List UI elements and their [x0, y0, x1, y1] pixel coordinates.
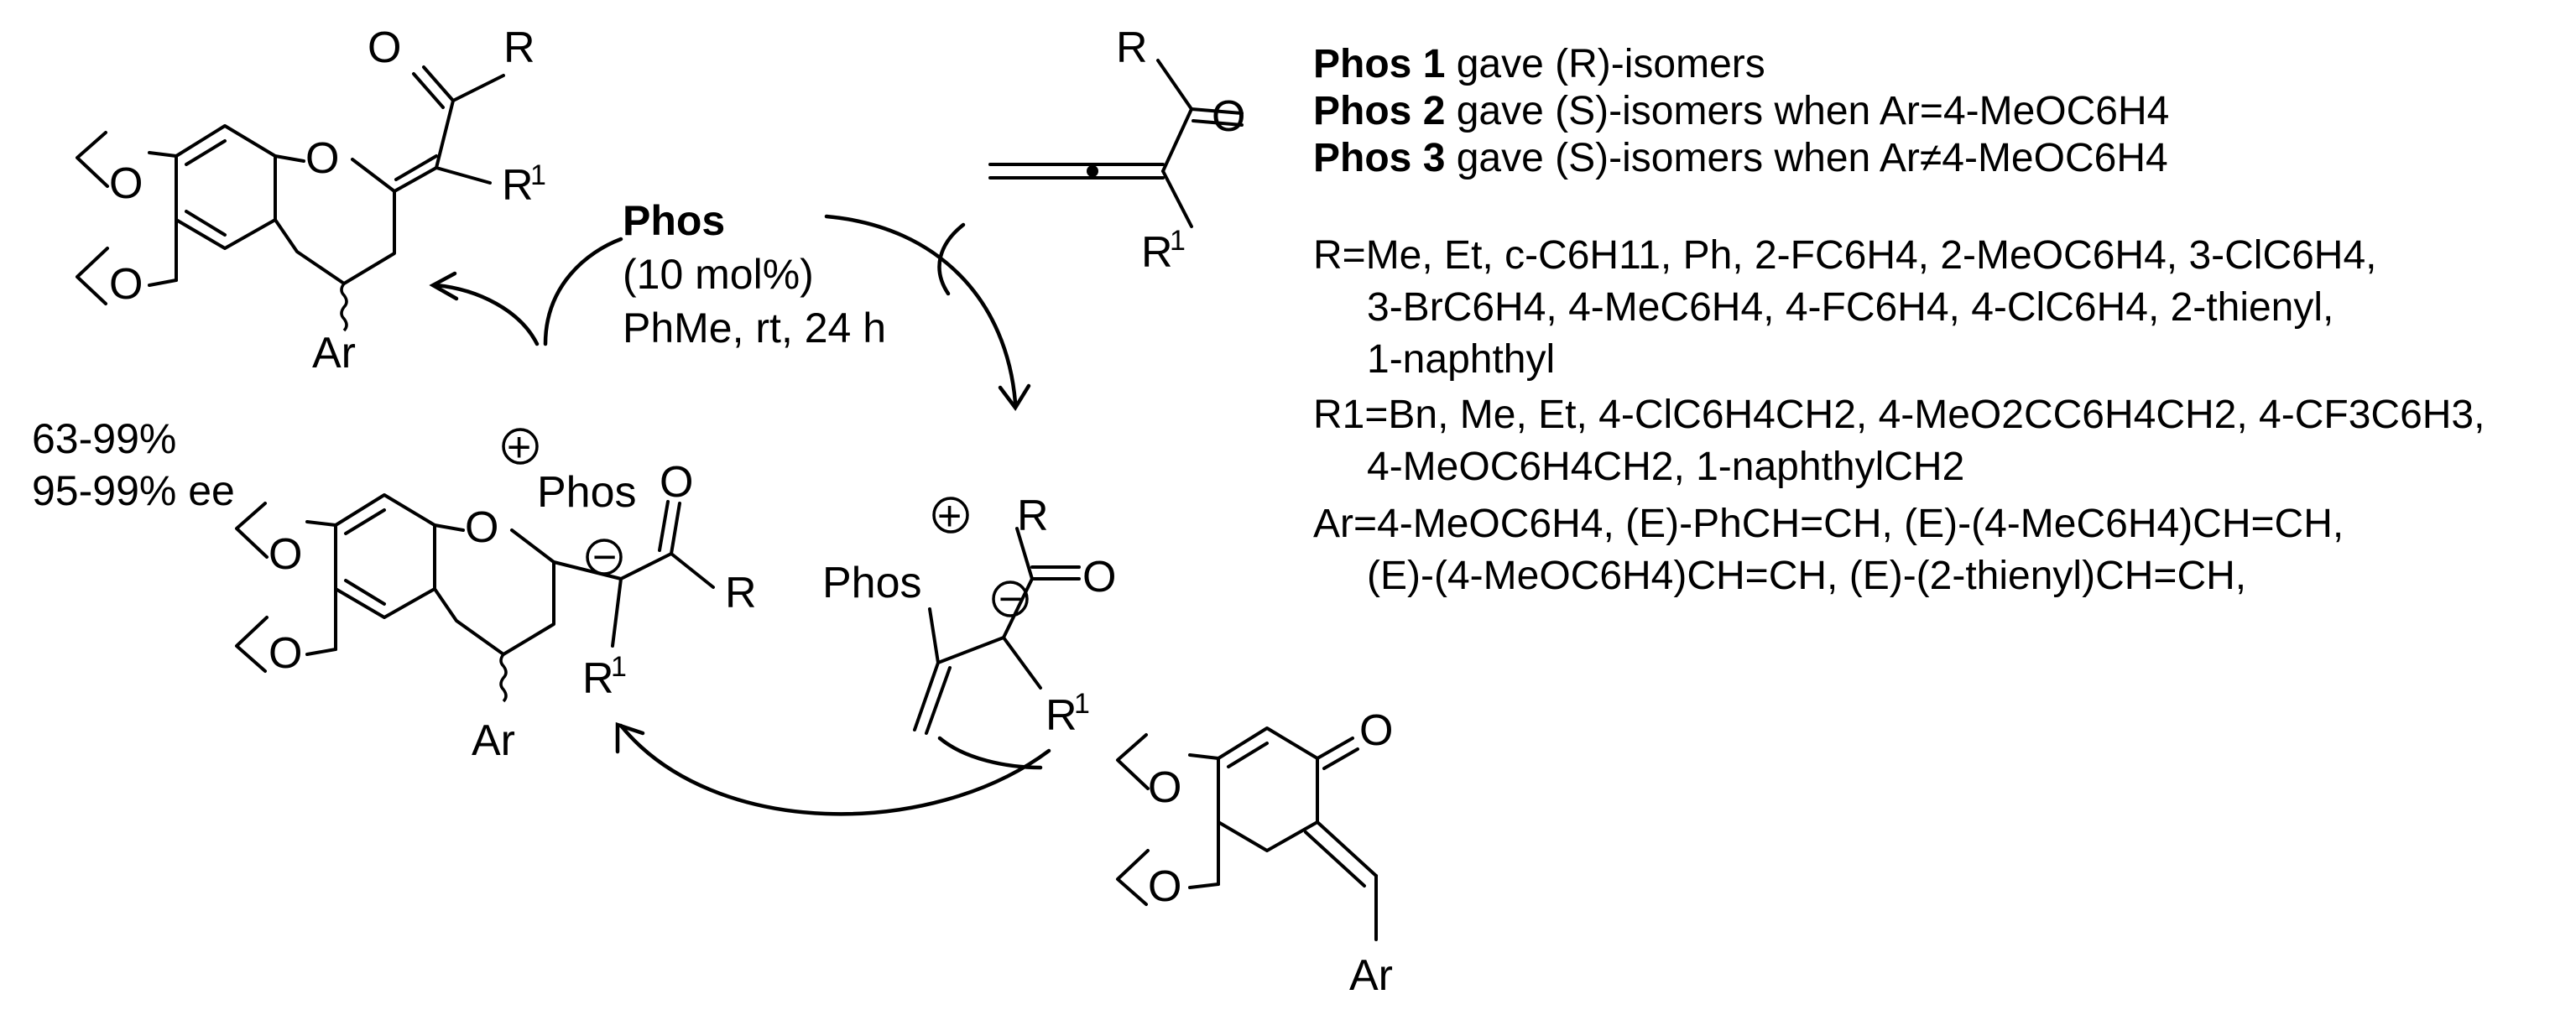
stereo-notes: Phos 1 gave (R)-isomers Phos 2 gave (S)-…	[1313, 42, 2169, 180]
carbanion-minus: −	[999, 575, 1023, 622]
scope-r1: R1=Bn, Me, Et, 4-ClC6H4CH2, 4-MeO2CC6H4C…	[1313, 393, 2485, 489]
catalytic-cycle-arrows	[429, 214, 1051, 816]
phosphonium-intermediate: + − Phos R O R 1	[822, 492, 1116, 740]
cyclized-dioxole-o2: O	[269, 629, 302, 678]
cyclized-intermediate-structure: + − Phos O R O O O R 1 Ar	[235, 424, 757, 765]
scope-r: R=Me, Et, c-C6H11, Ph, 2-FC6H4, 2-MeOC6H…	[1313, 233, 2377, 382]
allene-structure: R O R 1	[988, 23, 1245, 277]
stereo-note-1: Phos 1 gave (R)-isomers	[1313, 42, 1765, 86]
product-carbonyl-o: O	[368, 23, 401, 72]
cyclized-r1-sup: 1	[611, 651, 627, 683]
product-r: R	[503, 23, 535, 72]
yield-text: 63-99%	[32, 415, 176, 462]
cyclized-ar: Ar	[472, 716, 515, 765]
allene-r: R	[1116, 23, 1148, 72]
qm-dioxole-o2: O	[1148, 862, 1181, 911]
product-ring-o: O	[305, 134, 339, 183]
qm-carbonyl-o: O	[1359, 706, 1393, 755]
intermediate-r1-sup: 1	[1074, 688, 1090, 720]
allene-r1: R	[1141, 228, 1173, 277]
cyclized-ring-o: O	[465, 503, 498, 552]
allene-o: O	[1212, 92, 1245, 141]
intermediate-phos: Phos	[822, 559, 922, 607]
intermediate-r1: R	[1046, 691, 1077, 740]
scope-ar: Ar=4-MeOC6H4, (E)-PhCH=CH, (E)-(4-MeC6H4…	[1313, 502, 2344, 598]
stereo-note-2: Phos 2 gave (S)-isomers when Ar=4-MeOC6H…	[1313, 89, 2169, 133]
qm-dioxole-o1: O	[1148, 763, 1181, 812]
ee-text: 95-99% ee	[32, 467, 235, 514]
cyclized-r1: R	[582, 654, 614, 703]
stereo-note-3: Phos 3 gave (S)-isomers when Ar≠4-MeOC6H…	[1313, 136, 2168, 180]
qm-ar: Ar	[1349, 951, 1393, 1000]
cyclized-minus: −	[592, 534, 617, 580]
cyclized-phos-plus: +	[507, 424, 531, 471]
allene-r1-sup: 1	[1170, 225, 1186, 257]
product-r1-sup: 1	[530, 159, 546, 191]
cyclized-carbonyl-o: O	[660, 458, 693, 507]
catalyst-name: Phos	[623, 197, 725, 244]
intermediate-o: O	[1082, 553, 1116, 601]
substrate-scope: R=Me, Et, c-C6H11, Ph, 2-FC6H4, 2-MeOC6H…	[1313, 233, 2485, 598]
phos-plus: +	[937, 492, 962, 539]
product-dioxole-o2: O	[109, 260, 143, 309]
cyclized-phos: Phos	[537, 468, 637, 517]
intermediate-r: R	[1017, 492, 1049, 540]
cyclized-dioxole-o1: O	[269, 530, 302, 579]
product-r1: R	[502, 161, 534, 210]
product-ar: Ar	[312, 329, 356, 377]
catalyst-loading: (10 mol%)	[623, 251, 814, 298]
quinone-methide-structure: O O O Ar	[1116, 706, 1393, 1000]
cyclized-r: R	[725, 569, 757, 617]
product-dioxole-o1: O	[109, 159, 143, 208]
reaction-conditions: PhMe, rt, 24 h	[623, 305, 886, 351]
product-structure: O R R 1 O O O Ar	[76, 23, 546, 377]
